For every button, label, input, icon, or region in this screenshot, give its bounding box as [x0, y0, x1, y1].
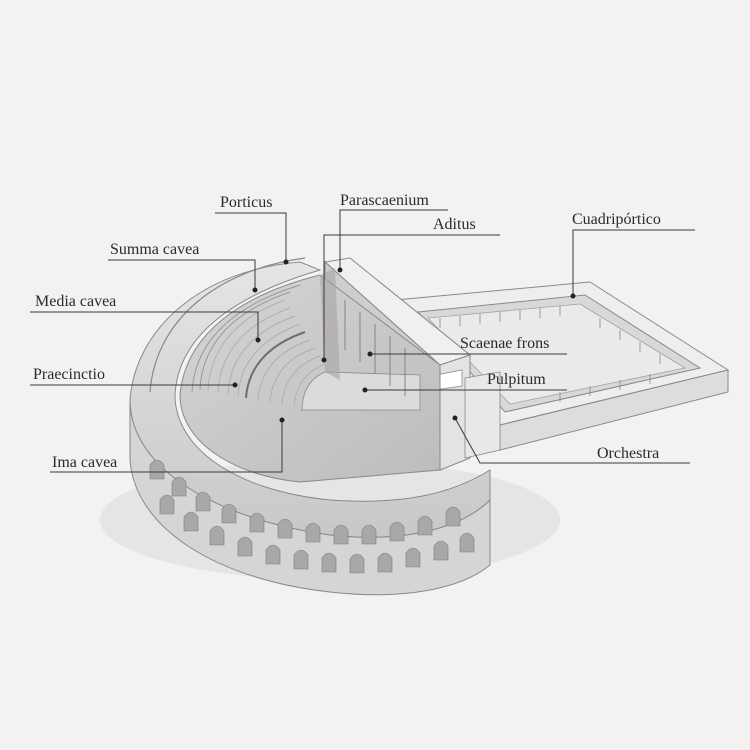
leader-lines [30, 209, 695, 473]
label-aditus: Aditus [433, 216, 476, 233]
leader-dots [232, 259, 576, 423]
leader-summa-cavea [108, 259, 256, 290]
cavea-seating [179, 268, 441, 483]
leader-porticus [215, 212, 287, 262]
label-porticus: Porticus [220, 194, 272, 211]
leader-cuadriportico [572, 229, 695, 296]
leader-media-cavea [30, 311, 259, 340]
leader-orchestra [454, 417, 690, 464]
leader-ima-cavea [50, 420, 283, 473]
leader-parascaenium [339, 209, 448, 270]
porticus-ring [149, 257, 306, 393]
label-cuadriportico: Cuadripórtico [572, 211, 661, 228]
label-pulpitum: Pulpitum [487, 371, 546, 388]
cavea-outer-wall [129, 261, 491, 596]
label-media-cavea: Media cavea [35, 293, 116, 310]
label-scaenae-frons: Scaenae frons [460, 335, 549, 352]
label-summa-cavea: Summa cavea [110, 241, 199, 258]
label-orchestra: Orchestra [597, 445, 659, 462]
label-praecinctio: Praecinctio [33, 366, 105, 383]
label-parascaenium: Parascaenium [340, 192, 429, 209]
leader-aditus [323, 234, 500, 360]
label-ima-cavea: Ima cavea [52, 454, 117, 471]
